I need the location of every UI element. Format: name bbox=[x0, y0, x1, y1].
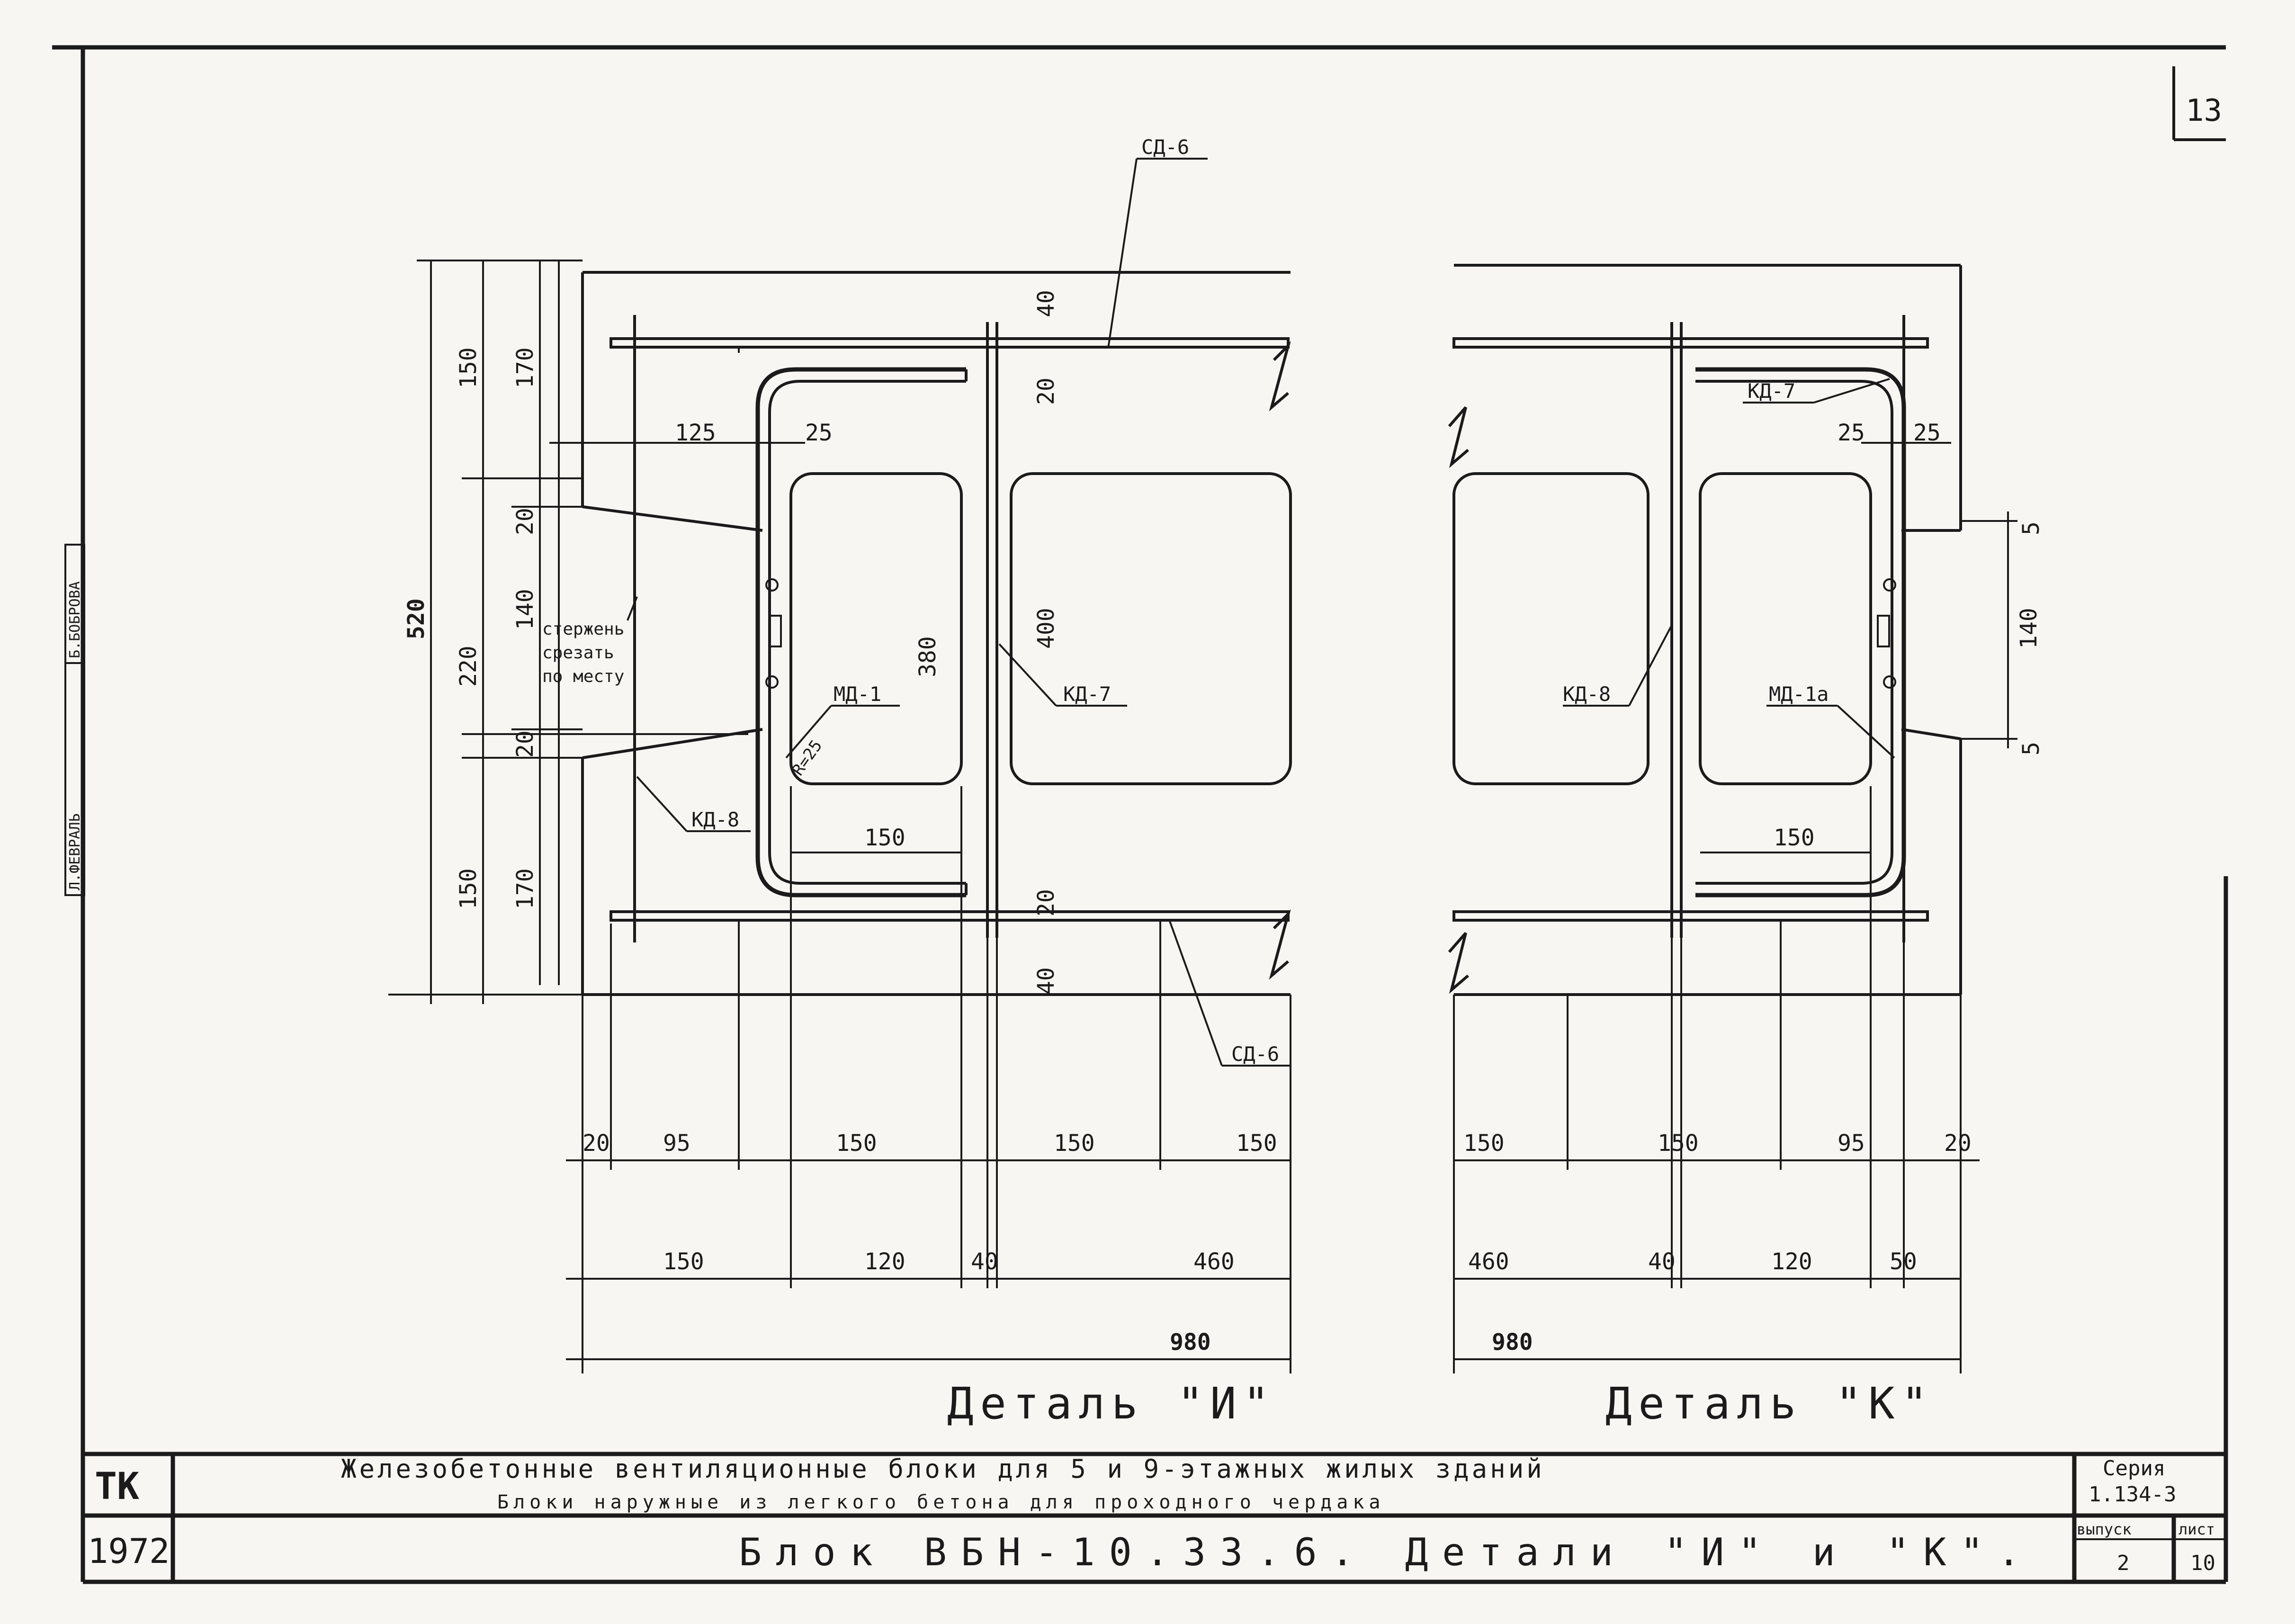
callout-K-KD7: КД-7 bbox=[1748, 379, 1795, 403]
title-block-subtitle: Блоки наружные из легкого бетона для про… bbox=[497, 1491, 1385, 1513]
callout-K-MD1a: МД-1а bbox=[1769, 682, 1829, 706]
dim-K-row1-150b: 150 bbox=[1658, 1130, 1699, 1157]
title-block-year: 1972 bbox=[88, 1531, 170, 1571]
sheet-value: 10 bbox=[2190, 1551, 2215, 1575]
dim-I-row1-150b: 150 bbox=[1054, 1130, 1095, 1157]
title-block-drawing-title: Блок ВБН-10.33.6. Детали "И" и "К". bbox=[739, 1530, 2035, 1574]
callout-I-MD1: МД-1 bbox=[834, 682, 881, 706]
callout-I-KD8: КД-8 bbox=[691, 808, 739, 831]
dim-I-row2-460: 460 bbox=[1193, 1248, 1235, 1275]
detail-K-channel-opening-left bbox=[1452, 472, 1650, 785]
dim-I-top-20: 20 bbox=[1033, 377, 1059, 405]
dim-I-v170-bottom: 170 bbox=[512, 868, 538, 909]
title-block-main-title: Железобетонные вентиляционные блоки для … bbox=[341, 1454, 1545, 1484]
dim-I-v220: 220 bbox=[455, 646, 482, 687]
dim-K-row2-40: 40 bbox=[1648, 1248, 1676, 1275]
svg-text:по месту: по месту bbox=[542, 667, 624, 686]
side-stamp-name-2: Б.БОБРОВА bbox=[67, 581, 83, 658]
dim-K-top-25a: 25 bbox=[1838, 420, 1865, 446]
dim-I-v140: 140 bbox=[512, 589, 538, 630]
sheet-number-box: 13 bbox=[2172, 66, 2226, 141]
radius-label: R=25 bbox=[789, 736, 826, 779]
dim-I-row2-120: 120 bbox=[864, 1248, 905, 1275]
dim-I-v170-top: 170 bbox=[512, 347, 538, 388]
detail-I-channel-opening-right bbox=[1010, 472, 1292, 785]
detail-K-top-slab-bar bbox=[1452, 337, 1929, 349]
detail-K-bent-bar-MD1a bbox=[1695, 367, 1906, 897]
dim-K-150-inner: 150 bbox=[1774, 825, 1815, 851]
side-stamp-name-1: Л.ФЕВРАЛЬ bbox=[67, 813, 83, 890]
dim-I-v20-bottom: 20 bbox=[512, 730, 538, 758]
sheet-number: 13 bbox=[2186, 93, 2222, 128]
callout-I-KD7: КД-7 bbox=[1063, 682, 1111, 706]
dim-I-bottom-20: 20 bbox=[1033, 889, 1059, 916]
dim-K-row1-20: 20 bbox=[1944, 1130, 1972, 1157]
detail-K-dim-chain bbox=[1453, 786, 1980, 1373]
dim-K-right-140: 140 bbox=[2016, 608, 2042, 649]
dim-I-overall-520: 520 bbox=[403, 598, 430, 639]
detail-I: 150 220 150 170 20 140 20 170 520 380 40… bbox=[388, 135, 1292, 1429]
svg-text:стержень: стержень bbox=[542, 619, 624, 639]
dim-K-row1-150a: 150 bbox=[1463, 1130, 1505, 1157]
dim-I-row1-150a: 150 bbox=[836, 1130, 877, 1157]
dim-I-bottom-40: 40 bbox=[1033, 967, 1059, 995]
sheet-label: лист bbox=[2178, 1520, 2215, 1538]
title-block: ТК 1972 Железобетонные вентиляционные бл… bbox=[83, 1452, 2226, 1582]
detail-I-holes bbox=[765, 578, 782, 689]
detail-I-note: стержень срезать по месту bbox=[542, 596, 638, 686]
dim-K-total-980: 980 bbox=[1492, 1329, 1533, 1355]
dim-I-400: 400 bbox=[1033, 608, 1059, 649]
detail-I-title: Деталь "И" bbox=[947, 1378, 1276, 1429]
detail-I-top-slab-bar bbox=[610, 337, 1290, 349]
callout-I-SD6-bottom: СД-6 bbox=[1231, 1042, 1279, 1066]
dim-K-row2-50: 50 bbox=[1890, 1248, 1917, 1275]
detail-I-channel-opening-left bbox=[789, 472, 963, 785]
issue-label: выпуск bbox=[2077, 1520, 2132, 1538]
dim-I-row2-150: 150 bbox=[663, 1248, 704, 1275]
detail-K: 5 140 5 25 25 150 КД-7 КД-8 МД-1а bbox=[1448, 264, 2044, 1429]
dim-I-row2-40: 40 bbox=[971, 1248, 998, 1275]
callout-K-KD8: КД-8 bbox=[1563, 682, 1611, 706]
dim-K-row2-120: 120 bbox=[1771, 1248, 1812, 1275]
dim-K-row1-95: 95 bbox=[1838, 1130, 1865, 1157]
detail-I-dim-chain bbox=[566, 786, 1291, 1373]
detail-I-bottom-slab-bar bbox=[610, 910, 1290, 922]
callout-I-SD6-top: СД-6 bbox=[1141, 135, 1189, 159]
dim-K-row2-460: 460 bbox=[1468, 1248, 1509, 1275]
dim-I-row1-20: 20 bbox=[583, 1130, 610, 1157]
dim-I-top-40: 40 bbox=[1033, 290, 1059, 317]
dim-I-row1-150c: 150 bbox=[1236, 1130, 1277, 1157]
dim-I-150-inner: 150 bbox=[864, 825, 905, 851]
series-value: 1.134-3 bbox=[2089, 1482, 2176, 1507]
sheet-frame bbox=[52, 45, 2228, 1584]
dim-K-top-25b: 25 bbox=[1913, 420, 1941, 446]
detail-K-channel-opening-right bbox=[1699, 472, 1872, 785]
dim-I-row1-95: 95 bbox=[663, 1130, 690, 1157]
dim-I-total-980: 980 bbox=[1170, 1329, 1211, 1355]
title-block-org: ТК bbox=[95, 1465, 139, 1508]
dim-I-380: 380 bbox=[914, 636, 941, 677]
detail-K-bottom-slab-bar bbox=[1452, 910, 1929, 922]
detail-K-holes bbox=[1877, 578, 1896, 689]
issue-value: 2 bbox=[2117, 1551, 2130, 1575]
dim-K-right-5-top: 5 bbox=[2018, 521, 2044, 535]
series-label: Серия bbox=[2103, 1456, 2165, 1480]
svg-text:срезать: срезать bbox=[542, 643, 614, 663]
detail-K-outline bbox=[1448, 264, 1962, 996]
dim-K-right-5-bottom: 5 bbox=[2018, 742, 2044, 755]
dim-I-25: 25 bbox=[805, 420, 833, 446]
side-stamp: Л.ФЕВРАЛЬ Б.БОБРОВА bbox=[64, 544, 85, 896]
dim-I-v150-top: 150 bbox=[455, 347, 482, 388]
detail-I-bent-bar-MD1 bbox=[755, 367, 966, 897]
dim-I-v150-bottom: 150 bbox=[455, 868, 482, 909]
dim-I-v20-top: 20 bbox=[512, 508, 538, 535]
dim-I-125: 125 bbox=[675, 420, 716, 446]
detail-K-title: Деталь "К" bbox=[1605, 1378, 1934, 1429]
